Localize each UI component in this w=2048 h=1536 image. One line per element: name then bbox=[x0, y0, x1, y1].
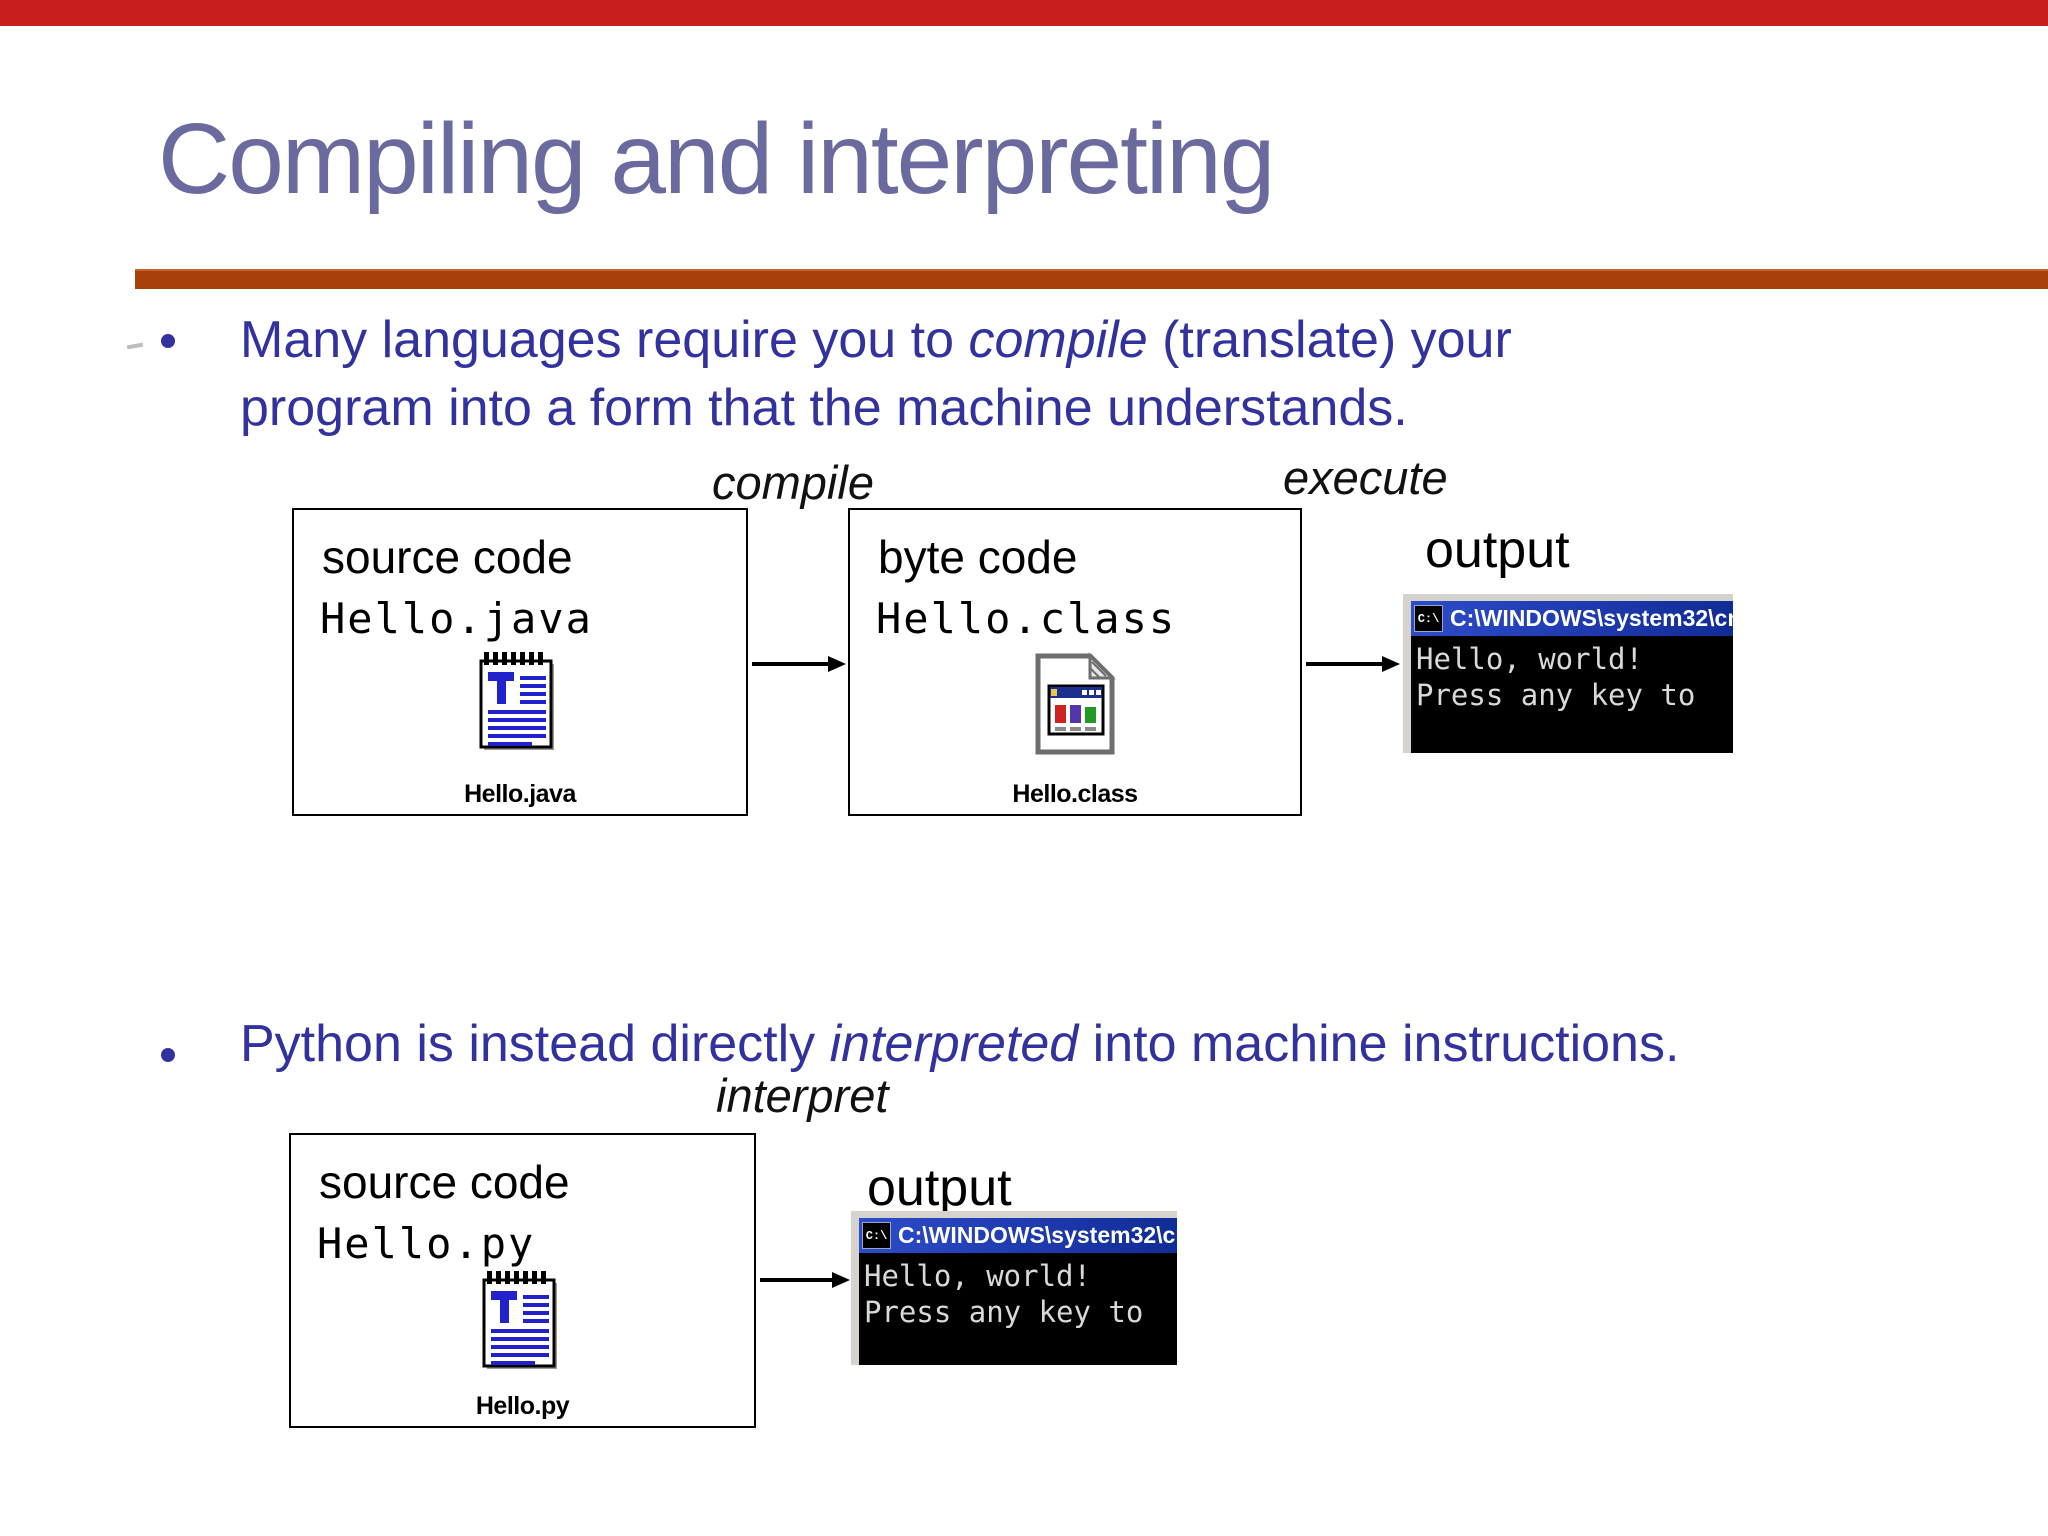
icon-caption: Hello.java bbox=[464, 780, 576, 808]
slide-title: Compiling and interpreting bbox=[158, 103, 1275, 215]
top-red-bar bbox=[0, 0, 2048, 26]
bullet-dot bbox=[161, 1048, 175, 1062]
title-divider-rule bbox=[135, 269, 2048, 289]
emphasis-interpreted: interpreted bbox=[829, 1015, 1079, 1073]
console-title-bar: C:\ C:\WINDOWS\system32\cm bbox=[859, 1218, 1177, 1253]
cmd-icon: C:\ bbox=[862, 1222, 891, 1249]
bullet-1-line-2: program into a form that the machine und… bbox=[240, 379, 1408, 437]
console-line: Hello, world! bbox=[864, 1259, 1091, 1293]
label-compile: compile bbox=[712, 456, 874, 509]
bullet-1: Many languages require you to compile (t… bbox=[240, 306, 1512, 442]
console-title-bar: C:\ C:\WINDOWS\system32\cm bbox=[1411, 601, 1733, 636]
notepad-icon bbox=[476, 652, 564, 761]
box-label: source code bbox=[319, 1156, 570, 1208]
bullet-dot bbox=[161, 334, 175, 348]
execute-arrow bbox=[1306, 656, 1400, 672]
class-file-icon bbox=[1032, 652, 1118, 761]
box-filename: Hello.py bbox=[317, 1219, 536, 1268]
console-line: Press any key to bbox=[1416, 678, 1696, 712]
notepad-icon bbox=[479, 1271, 567, 1380]
bullet-2: Python is instead directly interpreted i… bbox=[240, 1015, 1680, 1073]
box-label: source code bbox=[322, 531, 573, 583]
icon-caption: Hello.class bbox=[1012, 780, 1138, 808]
icon-caption: Hello.py bbox=[475, 1392, 570, 1420]
console-body: Hello, world! Press any key to bbox=[1411, 636, 1733, 753]
interpret-arrow bbox=[760, 1272, 850, 1288]
emphasis-compile: compile bbox=[968, 311, 1148, 369]
byte-code-box: byte code Hello.class He bbox=[848, 508, 1302, 816]
label-interpret: interpret bbox=[716, 1069, 889, 1122]
console-title-text: C:\WINDOWS\system32\cm bbox=[898, 1222, 1177, 1248]
output-label: output bbox=[867, 1159, 1012, 1217]
compile-arrow bbox=[752, 656, 846, 672]
console-line: Hello, world! bbox=[1416, 642, 1643, 676]
box-filename: Hello.class bbox=[876, 594, 1177, 643]
console-window: C:\ C:\WINDOWS\system32\cm Hello, world!… bbox=[1403, 594, 1733, 753]
output-label: output bbox=[1425, 521, 1570, 579]
source-code-box-java: source code Hello.java bbox=[292, 508, 748, 816]
label-execute: execute bbox=[1283, 451, 1448, 504]
console-line: Press any key to bbox=[864, 1295, 1144, 1329]
box-filename: Hello.java bbox=[320, 594, 593, 643]
source-code-box-python: source code Hello.py bbox=[289, 1133, 756, 1428]
stray-mark bbox=[126, 342, 144, 350]
bullet-1-line-1: Many languages require you to compile (t… bbox=[240, 311, 1512, 369]
console-body: Hello, world! Press any key to bbox=[859, 1253, 1177, 1365]
console-title-text: C:\WINDOWS\system32\cm bbox=[1450, 605, 1733, 631]
cmd-icon: C:\ bbox=[1414, 605, 1443, 632]
console-window: C:\ C:\WINDOWS\system32\cm Hello, world!… bbox=[851, 1211, 1177, 1365]
box-label: byte code bbox=[878, 531, 1078, 583]
